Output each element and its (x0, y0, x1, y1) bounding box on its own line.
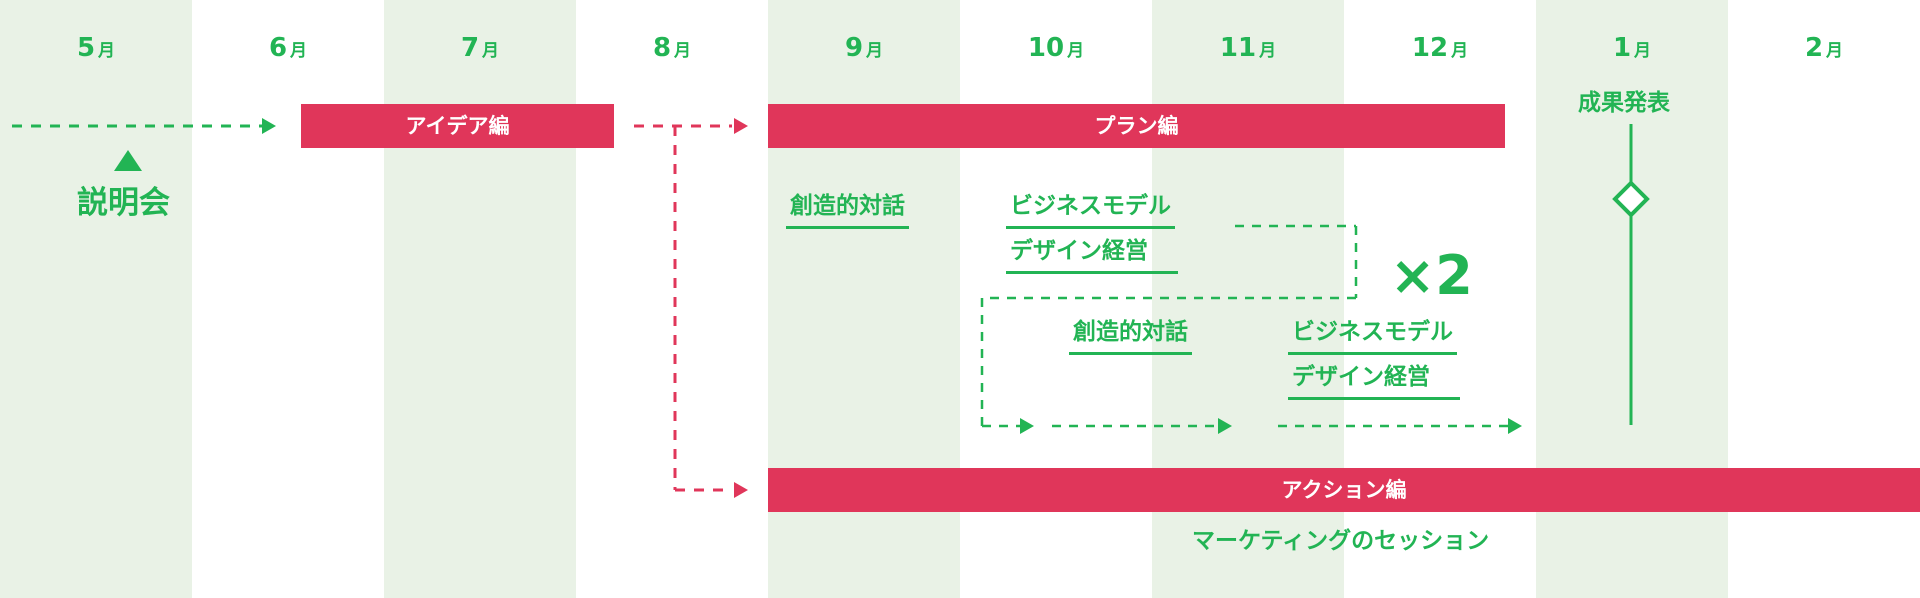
arrowhead-icon (734, 482, 748, 498)
triangle-up-icon (114, 150, 142, 171)
repeat-count-label: ×2 (1390, 244, 1473, 307)
phase-bar-plan: プラン編 (768, 104, 1505, 148)
phase-bar-action: アクション編 (768, 468, 1920, 512)
session-creative-dialogue-2: 創造的対話 (1069, 316, 1192, 355)
arrowhead-icon (734, 118, 748, 134)
session-business-model-1: ビジネスモデル (1006, 190, 1175, 229)
session-marketing: マーケティングのセッション (1192, 528, 1490, 554)
arrowhead-icon (1020, 418, 1034, 434)
diamond-milestone-icon (1612, 180, 1650, 218)
month-column-may (0, 0, 192, 598)
phase-bar-idea: アイデア編 (301, 104, 614, 148)
arrowhead-icon (262, 118, 276, 134)
session-creative-dialogue-1: 創造的対話 (786, 190, 909, 229)
results-label: 成果発表 (1578, 90, 1670, 116)
session-business-model-2: ビジネスモデル (1288, 316, 1457, 355)
briefing-label: 説明会 (77, 185, 170, 221)
session-design-management-1: デザイン経営 (1006, 235, 1178, 274)
arrowhead-icon (1508, 418, 1522, 434)
month-column-jul (384, 0, 576, 598)
session-design-management-2: デザイン経営 (1288, 361, 1460, 400)
arrowhead-icon (1218, 418, 1232, 434)
